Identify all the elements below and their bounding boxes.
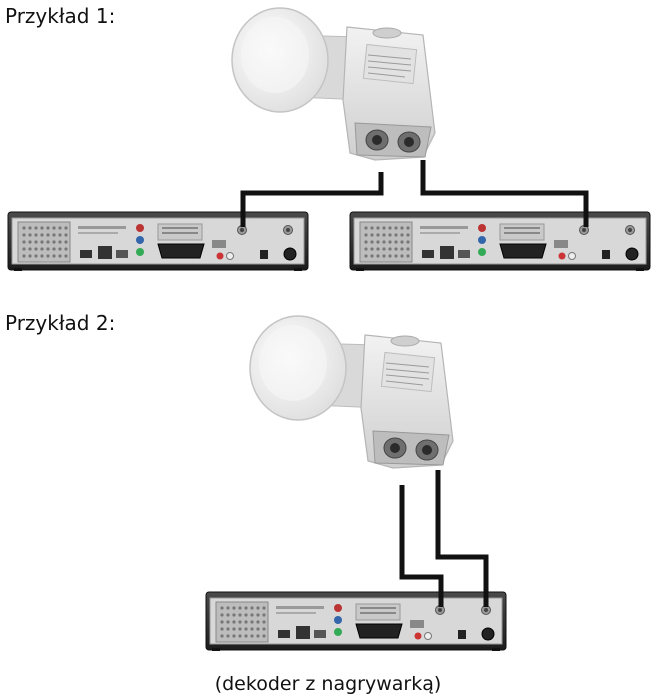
lnb-example-1 xyxy=(231,7,436,161)
cable-lnb-to-tuner-2 xyxy=(435,470,489,607)
example-2-label: Przykład 2: xyxy=(5,311,116,335)
example-1-label: Przykład 1: xyxy=(5,4,116,28)
cable-lnb-to-tuner-1 xyxy=(399,485,444,607)
lnb-example-2 xyxy=(249,315,454,469)
example-2 xyxy=(205,315,507,652)
receiver-example-2 xyxy=(205,591,507,652)
caption-receiver-with-recorder: (dekoder z nagrywarką) xyxy=(214,673,442,695)
cable-lnb-to-left-receiver xyxy=(240,172,384,227)
cable-lnb-to-right-receiver xyxy=(420,160,589,227)
receiver-left-example-1 xyxy=(7,211,309,272)
example-1 xyxy=(7,7,651,272)
receiver-right-example-1 xyxy=(349,211,651,272)
